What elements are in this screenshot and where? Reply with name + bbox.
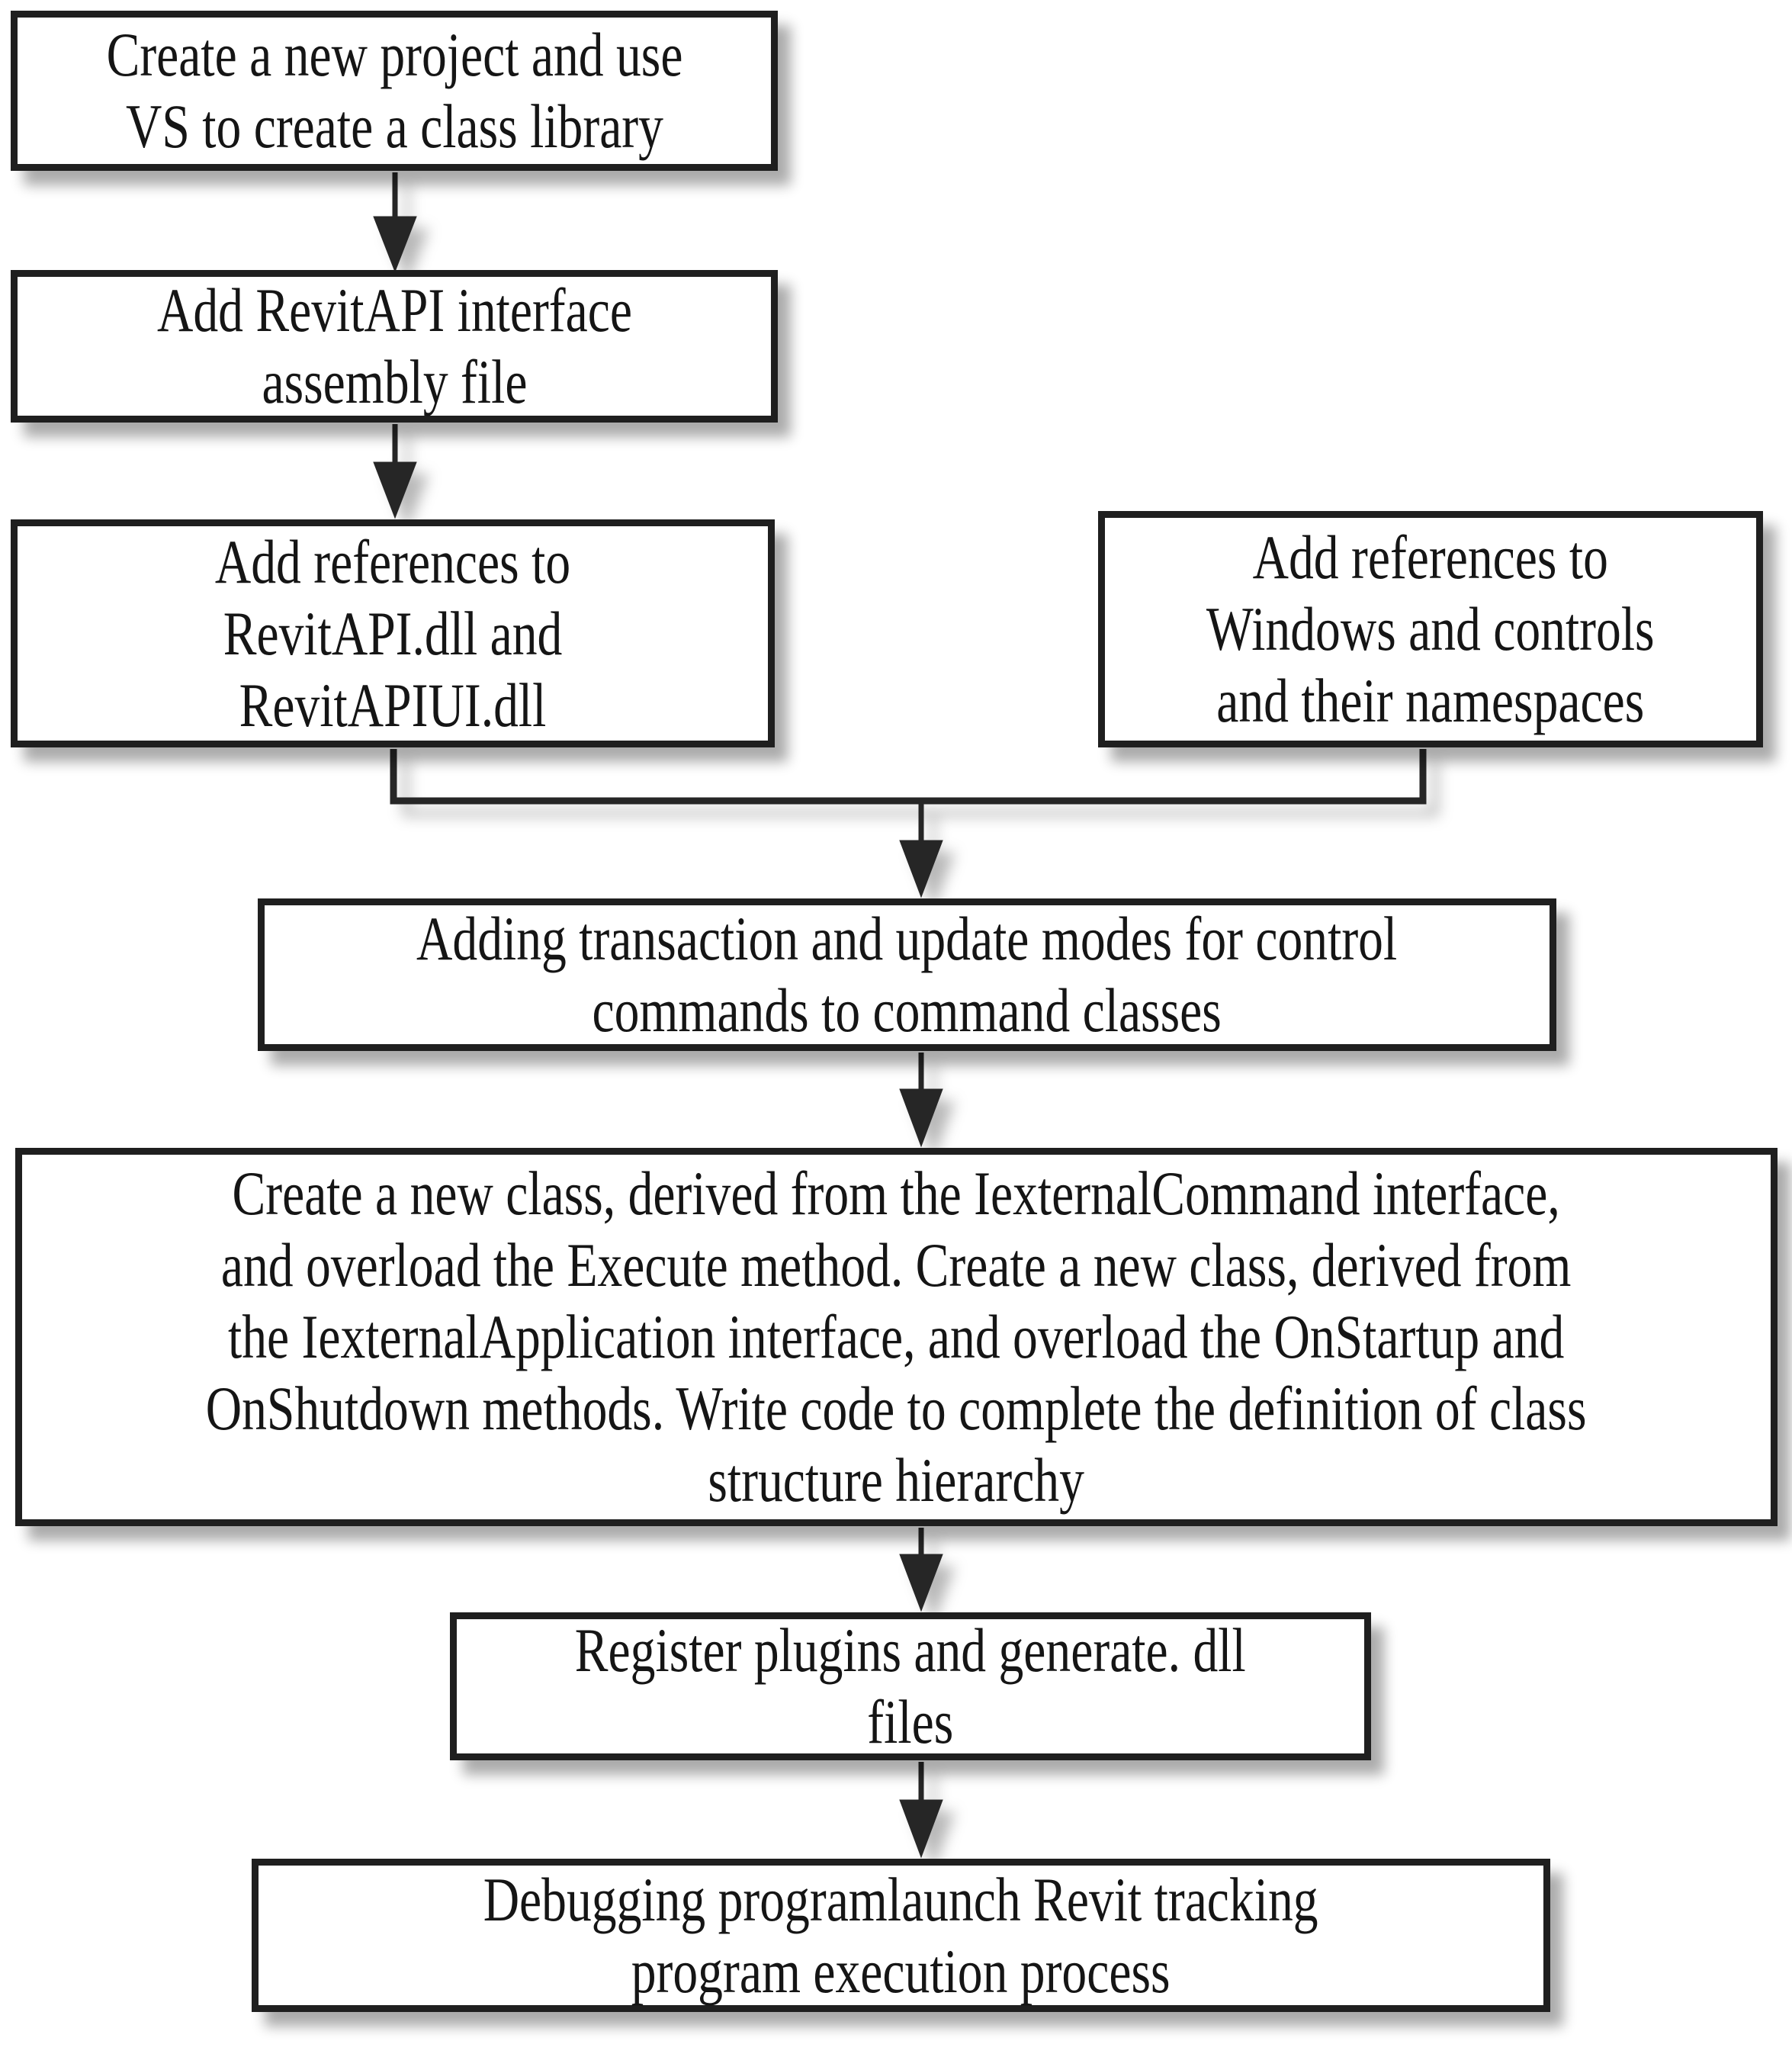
flow-box-label: Create a new class, derived from the Iex… (206, 1159, 1587, 1515)
flow-box-debugging: Debugging programlaunch Revit tracking p… (252, 1859, 1550, 2012)
flow-box-create-project: Create a new project and use VS to creat… (11, 11, 778, 171)
flow-box-label: Add references to Windows and controls a… (1206, 522, 1655, 735)
flow-box-adding-transaction: Adding transaction and update modes for … (258, 898, 1556, 1051)
flow-box-create-class: Create a new class, derived from the Iex… (15, 1148, 1778, 1526)
arrowhead-class-to-register (899, 1554, 943, 1612)
arrowhead-interface-to-refs (373, 461, 417, 519)
arrowhead-merge-to-transaction (899, 840, 943, 898)
flow-box-label: Add references to RevitAPI.dll and Revit… (214, 526, 571, 740)
flow-box-label: Adding transaction and update modes for … (416, 904, 1398, 1045)
arrowhead-create-to-interface (373, 216, 417, 273)
flow-box-label: Debugging programlaunch Revit tracking p… (483, 1864, 1318, 2006)
arrowhead-register-to-debugging (899, 1799, 943, 1859)
flow-box-add-references-windows: Add references to Windows and controls a… (1098, 511, 1763, 747)
flow-box-label: Create a new project and use VS to creat… (106, 20, 682, 161)
flow-box-label: Register plugins and generate. dll files (575, 1615, 1246, 1756)
arrowhead-transaction-to-class (899, 1088, 943, 1148)
flow-box-add-revitapi-interface: Add RevitAPI interface assembly file (11, 270, 778, 423)
flow-box-register-plugins: Register plugins and generate. dll files (450, 1612, 1371, 1760)
connector-merge-elbow (390, 749, 1427, 805)
flow-box-label: Add RevitAPI interface assembly file (156, 275, 632, 416)
flow-box-add-references-dll: Add references to RevitAPI.dll and Revit… (11, 519, 775, 747)
